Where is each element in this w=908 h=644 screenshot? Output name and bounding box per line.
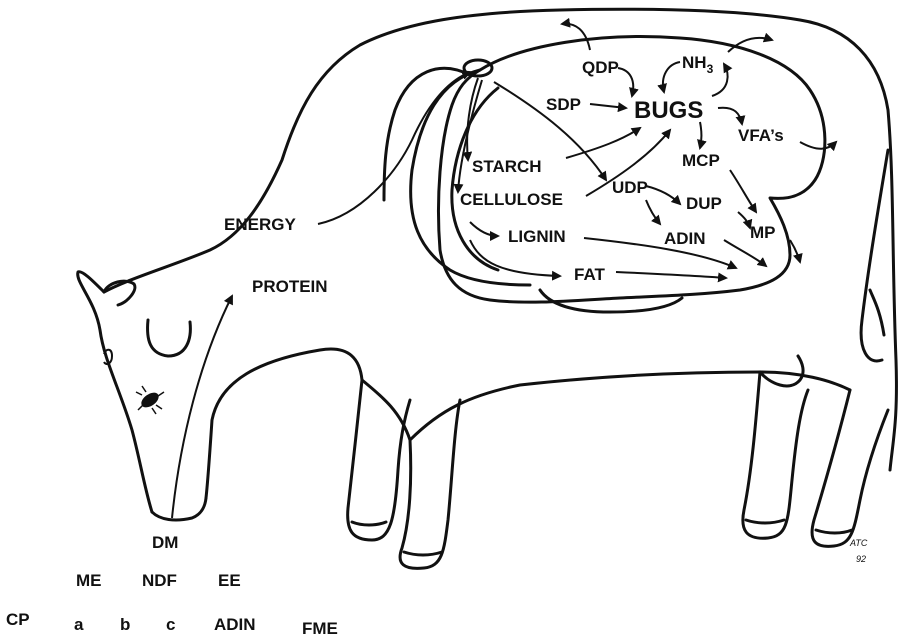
arrow-udp-adin <box>646 200 660 224</box>
label-bugs: BUGS <box>634 97 703 124</box>
label-mcp: MCP <box>682 151 720 170</box>
label-sdp: SDP <box>546 95 581 114</box>
cow-head-front <box>78 272 152 512</box>
label-qdp: QDP <box>582 58 619 77</box>
signature-initials: ATC <box>849 538 868 548</box>
label-nh3-subscript: 3 <box>707 62 714 76</box>
arrow-bugs-vfa <box>718 108 742 124</box>
arrow-vfa-out <box>800 142 836 149</box>
label-lignin: LIGNIN <box>508 227 566 246</box>
arrow-qdp-bugs <box>618 68 633 96</box>
cow-tail-switch <box>870 290 884 335</box>
cow-hoof-3 <box>746 520 784 523</box>
label-nh3-main: NH <box>682 53 707 72</box>
feed-term-cp: CP <box>6 610 30 629</box>
label-nh3: NH3 <box>682 53 714 76</box>
cow-hoof-2 <box>404 552 442 555</box>
cow-outline <box>78 9 897 568</box>
arrow-dup-mp <box>738 212 750 228</box>
feed-term-ee: EE <box>218 571 241 590</box>
body-labels: ENERGY PROTEIN DM <box>152 215 328 552</box>
label-fat: FAT <box>574 265 605 284</box>
arrow-esophagus-lignin <box>470 222 498 236</box>
cow-hind-leg-right <box>812 390 888 546</box>
arrow-starch-bugs <box>566 128 640 158</box>
label-starch: STARCH <box>472 157 542 176</box>
arrow-protein <box>172 296 232 518</box>
label-dup: DUP <box>686 194 722 213</box>
label-energy: ENERGY <box>224 215 296 234</box>
feed-term-ndf: NDF <box>142 571 177 590</box>
arrow-bugs-mcp <box>700 122 702 148</box>
signature-year: 92 <box>856 554 866 564</box>
cow-hind-leg-left <box>743 372 808 538</box>
esophagus-to-head <box>384 68 470 200</box>
feed-term-adin: ADIN <box>214 615 256 634</box>
arrow-fat-out <box>616 272 726 278</box>
arrow-adin-out <box>724 240 766 266</box>
label-udp: UDP <box>612 178 648 197</box>
cow-hoof-4 <box>816 530 852 533</box>
cow-horn-curve <box>148 320 191 356</box>
feed-term-a: a <box>74 615 84 634</box>
label-mp: MP <box>750 223 776 242</box>
bug-icon <box>136 386 164 414</box>
feed-terms-row-2: CP a b c ADIN FME <box>6 610 338 638</box>
arrow-mcp-mp <box>730 170 756 212</box>
cow-back-and-head <box>104 9 896 470</box>
label-adin: ADIN <box>664 229 706 248</box>
cow-front-leg-right <box>400 400 460 568</box>
feed-term-b: b <box>120 615 130 634</box>
flow-arrows <box>172 24 836 518</box>
label-dm: DM <box>152 533 178 552</box>
arrow-mp-out <box>790 240 800 262</box>
cow-muzzle <box>152 498 206 520</box>
feed-term-c: c <box>166 615 175 634</box>
arrow-lignin-out <box>584 238 736 268</box>
label-cellulose: CELLULOSE <box>460 190 563 209</box>
cow-hoof-1 <box>352 522 386 525</box>
cow-front-leg-left <box>348 380 410 540</box>
artist-signature: ATC 92 <box>849 538 868 564</box>
label-protein: PROTEIN <box>252 277 328 296</box>
arrow-qdp-left <box>562 24 590 50</box>
arrow-energy <box>318 72 470 224</box>
feed-term-me: ME <box>76 571 102 590</box>
feed-term-fme: FME <box>302 619 338 638</box>
arrow-nh3-bugs <box>663 62 680 92</box>
cow-belly <box>362 372 850 440</box>
arrow-udp-dup <box>646 186 680 204</box>
arrow-sdp-bugs <box>590 104 626 108</box>
label-vfas: VFA’s <box>738 126 784 145</box>
cow-jaw-and-neck <box>206 349 362 498</box>
arrow-bugs-nh3 <box>712 64 728 96</box>
rumen-labels: QDP NH3 SDP BUGS VFA’s STARCH MCP CELLUL… <box>460 53 784 284</box>
feed-terms-row-1: ME NDF EE <box>76 571 241 590</box>
